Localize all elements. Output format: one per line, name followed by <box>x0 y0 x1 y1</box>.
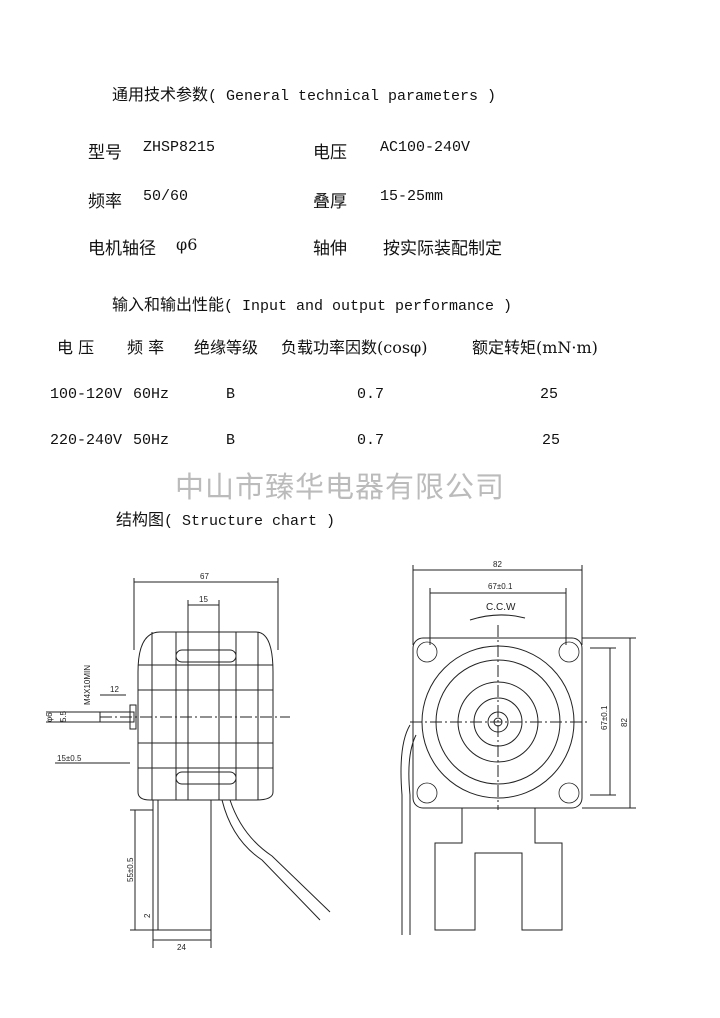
col-frequency: 频 率 <box>127 338 165 357</box>
label-voltage: 电压 <box>313 143 347 163</box>
col-power-factor: 负载功率因数(cosφ) <box>281 338 428 357</box>
cell: 0.7 <box>357 386 385 403</box>
dim-82: 82 <box>493 560 502 569</box>
dim-12: 12 <box>110 685 119 694</box>
cell: 60Hz <box>133 386 170 403</box>
cell: 25 <box>542 432 561 449</box>
heading-cn: 结构图 <box>116 510 165 529</box>
label-stack: 叠厚 <box>313 192 347 212</box>
heading-cn: 输入和输出性能 <box>112 295 225 314</box>
cell: 100-120V <box>50 386 123 403</box>
dim-2: 2 <box>143 913 152 918</box>
dim-thread: M4X10MIN <box>83 665 92 705</box>
dim-5-5: 5.5 <box>59 710 68 722</box>
col-voltage: 电 压 <box>57 338 95 357</box>
front-view-drawing: 82 67±0.1 C.C.W 67±0.1 82 <box>400 560 636 935</box>
side-view-drawing: 67 15 12 M4X10MIN φ6 5.5 15±0.5 55±0.5 2… <box>45 572 331 952</box>
dim-67-0-1: 67±0.1 <box>488 582 513 591</box>
col-insulation: 绝缘等级 <box>194 338 259 357</box>
cell: 50Hz <box>133 432 170 449</box>
heading-en: ( General technical parameters ) <box>208 88 497 105</box>
value-shaft-ext: 按实际装配制定 <box>383 239 502 259</box>
dim-15: 15 <box>199 595 208 604</box>
company-watermark: 中山市臻华电器有限公司 <box>175 470 506 504</box>
value-stack: 15-25mm <box>380 188 444 205</box>
heading-cn: 通用技术参数 <box>112 85 209 104</box>
dim-55: 55±0.5 <box>126 857 135 882</box>
heading-en: ( Structure chart ) <box>164 513 336 530</box>
dim-67-0-1-vertical: 67±0.1 <box>600 705 609 730</box>
cell: B <box>226 386 236 403</box>
label-frequency: 频率 <box>88 192 122 212</box>
io-heading: 输入和输出性能( Input and output performance ) <box>112 291 512 315</box>
structure-heading: 结构图( Structure chart ) <box>116 506 335 530</box>
label-model: 型号 <box>88 143 122 163</box>
label-shaft-ext: 轴伸 <box>313 239 347 259</box>
cell: 220-240V <box>50 432 123 449</box>
cell: 25 <box>540 386 559 403</box>
dim-phi6: φ6 <box>45 712 54 722</box>
dim-24: 24 <box>177 943 186 952</box>
general-heading: 通用技术参数( General technical parameters ) <box>112 81 496 105</box>
value-frequency: 50/60 <box>143 188 189 205</box>
value-shaft-dia: φ6 <box>176 235 198 254</box>
label-shaft-dia: 电机轴径 <box>88 239 156 259</box>
col-torque: 额定转矩(mN·m) <box>472 338 598 357</box>
value-model: ZHSP8215 <box>143 139 216 156</box>
cell: B <box>226 432 236 449</box>
value-voltage: AC100-240V <box>380 139 471 156</box>
cell: 0.7 <box>357 432 385 449</box>
heading-en: ( Input and output performance ) <box>224 298 513 315</box>
dim-67: 67 <box>200 572 209 581</box>
dim-15-0-5: 15±0.5 <box>57 754 82 763</box>
rotation-ccw-label: C.C.W <box>486 602 516 613</box>
dim-82-vertical: 82 <box>620 718 629 727</box>
